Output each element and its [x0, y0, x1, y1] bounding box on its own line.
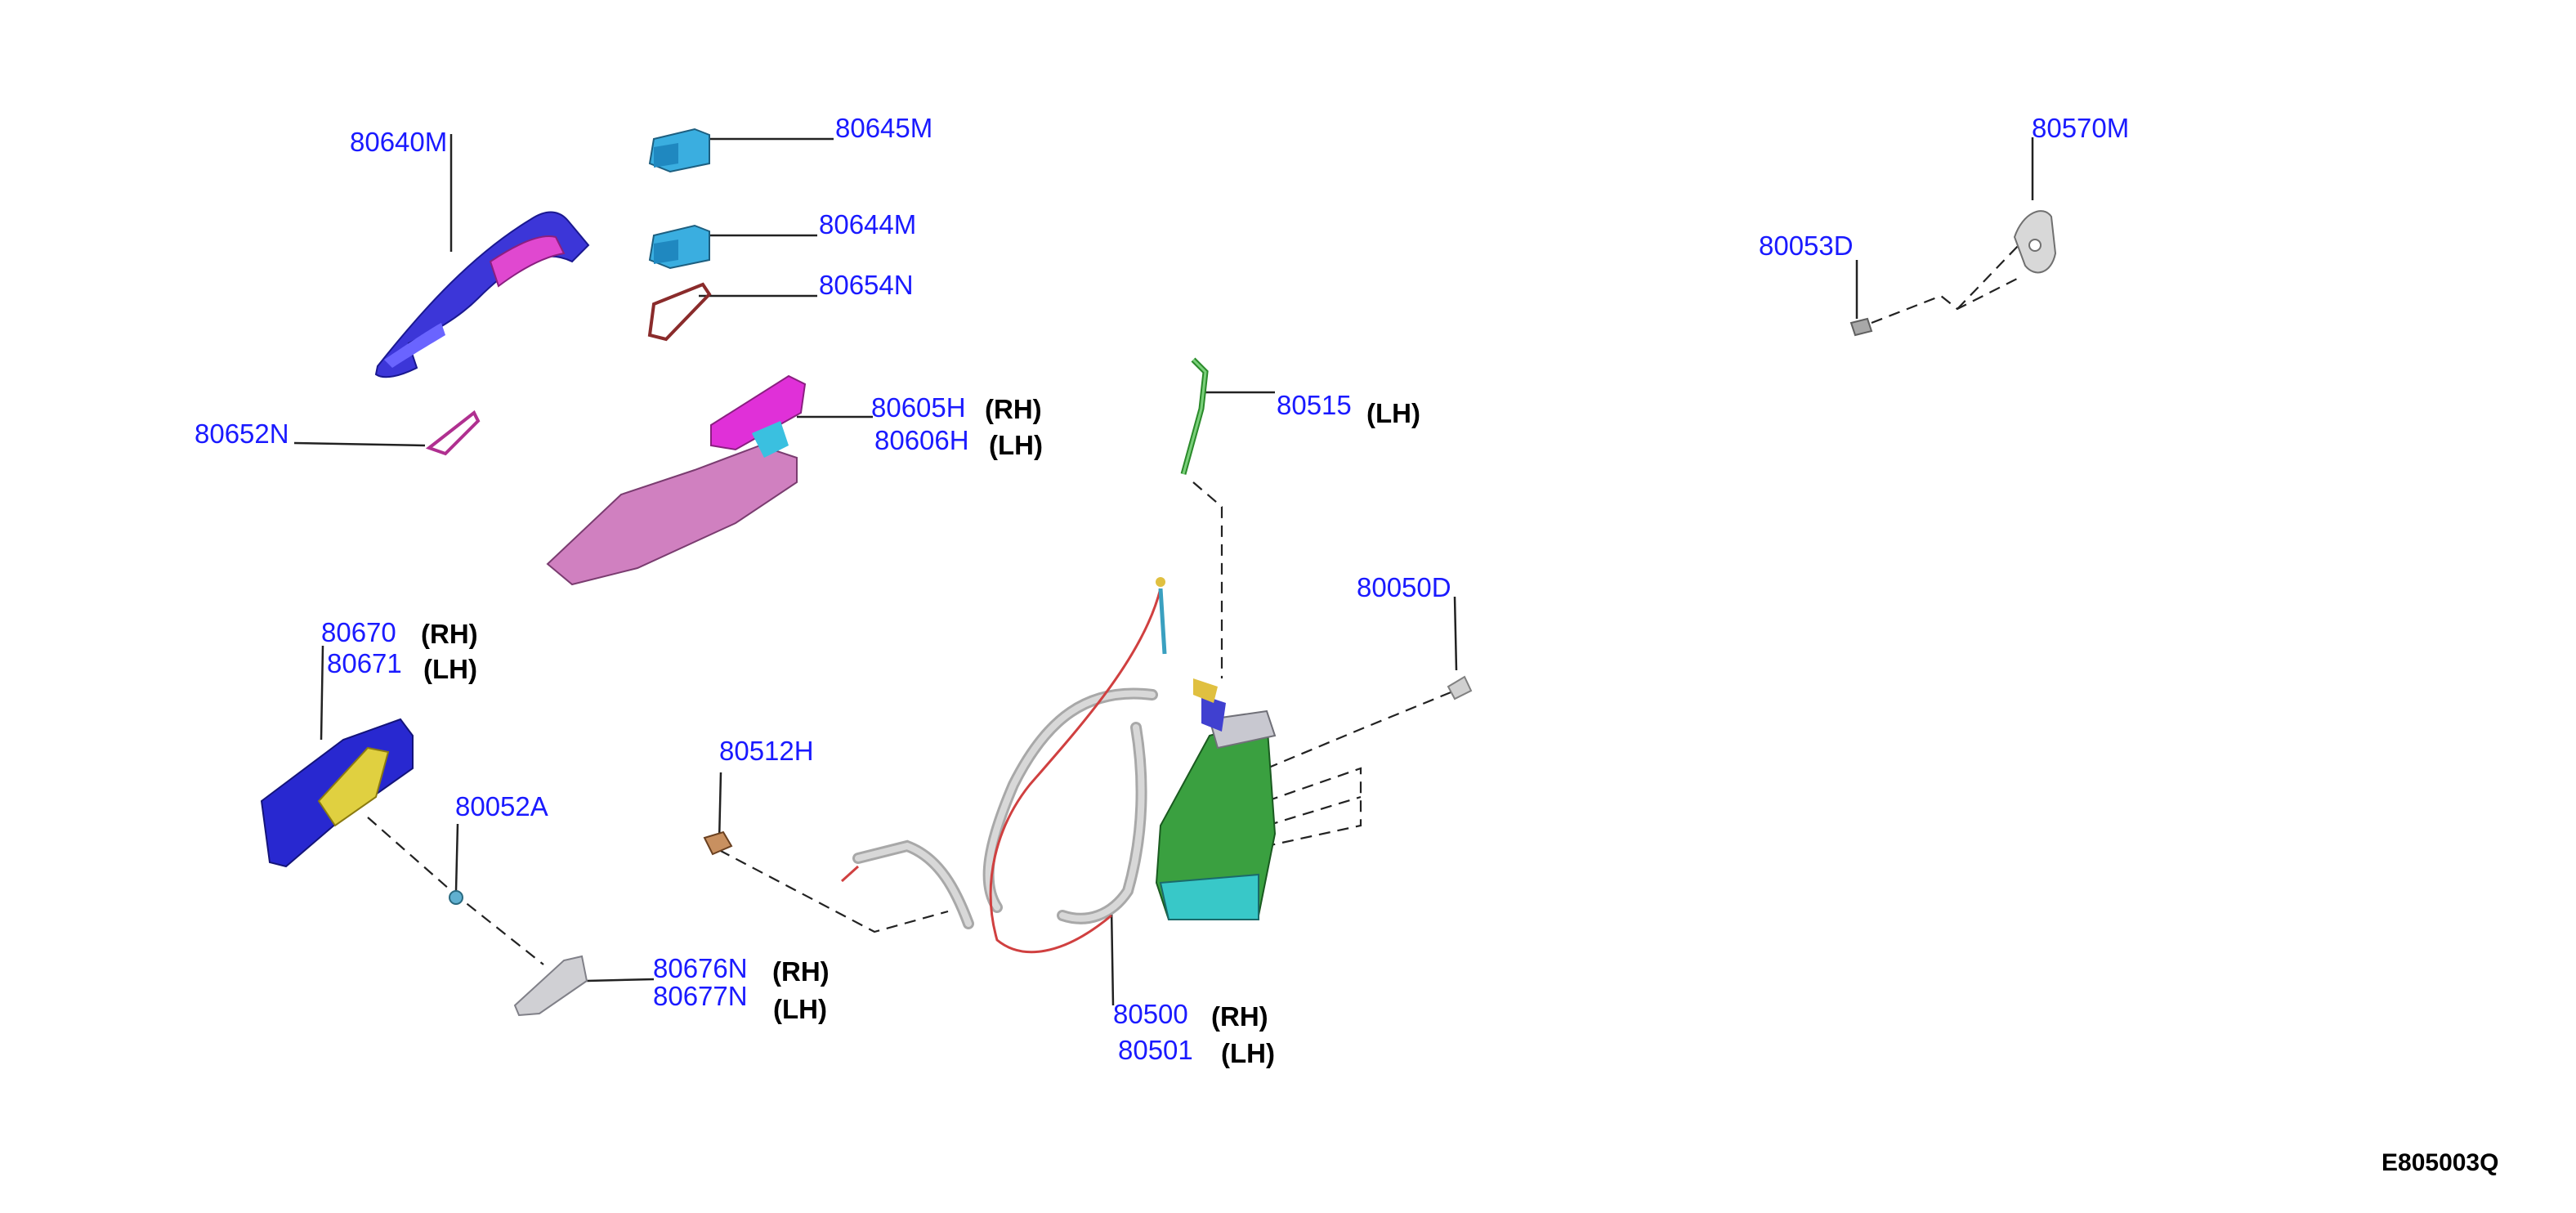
part-label-80052A[interactable]: 80052A — [455, 791, 548, 821]
inside-handle-80670 — [260, 718, 414, 868]
part-label-80512H[interactable]: 80512H — [719, 736, 814, 766]
side-label-80605H: (RH) — [985, 394, 1042, 424]
clip-80512H — [703, 830, 733, 856]
part-label-80053D[interactable]: 80053D — [1759, 231, 1854, 261]
part-label-80670[interactable]: 80670 — [321, 617, 396, 647]
gasket-80654N — [647, 282, 712, 342]
part-label-80570M[interactable]: 80570M — [2032, 113, 2130, 143]
part-label-80605H[interactable]: 80605H — [871, 392, 966, 423]
part-label-80652N[interactable]: 80652N — [195, 419, 289, 449]
leader-80512H — [718, 772, 722, 843]
part-label-80501[interactable]: 80501 — [1118, 1035, 1193, 1065]
gasket-80652N — [425, 410, 481, 456]
part-label-80654N[interactable]: 80654N — [819, 270, 914, 300]
side-label-80501: (LH) — [1221, 1038, 1275, 1068]
outside-handle-80640M — [374, 211, 590, 378]
part-label-80645M[interactable]: 80645M — [835, 113, 933, 143]
handle-bracket-80605H — [546, 374, 807, 586]
rod-80515 — [1180, 357, 1209, 475]
part-label-80677N[interactable]: 80677N — [653, 981, 748, 1011]
clip-80645M — [648, 128, 710, 173]
leader-80652N — [293, 441, 426, 447]
part-label-80671[interactable]: 80671 — [327, 648, 402, 678]
side-label-80500: (RH) — [1211, 1001, 1268, 1032]
bolt-80050D — [1447, 675, 1473, 700]
leader-80050D — [1453, 596, 1458, 671]
bolt-80053D — [1849, 317, 1873, 337]
leader-80500 — [1110, 906, 1115, 1006]
screw-80052A — [449, 890, 463, 905]
diagram-code: E805003Q — [2381, 1149, 2499, 1176]
part-label-80644M[interactable]: 80644M — [819, 209, 917, 239]
part-label-80640M[interactable]: 80640M — [350, 127, 448, 157]
clip-80644M — [648, 224, 710, 270]
part-label-80606H[interactable]: 80606H — [874, 425, 969, 455]
part-label-80050D[interactable]: 80050D — [1357, 572, 1451, 602]
side-label-80670: (RH) — [421, 619, 478, 649]
side-label-80606H: (LH) — [989, 430, 1043, 460]
leader-lines — [293, 134, 2034, 1006]
side-label-80676N: (RH) — [772, 956, 830, 987]
latch-80500 — [840, 577, 1277, 954]
leader-80670 — [320, 645, 324, 741]
leader-80676N — [586, 978, 655, 982]
part-label-80676N[interactable]: 80676N — [653, 953, 748, 983]
striker-80570M — [2013, 210, 2057, 274]
part-label-80500[interactable]: 80500 — [1113, 999, 1188, 1029]
escutcheon-80676N — [513, 955, 588, 1017]
leader-80052A — [454, 823, 459, 892]
side-label-80515: (LH) — [1366, 398, 1420, 428]
side-label-80671: (LH) — [423, 654, 477, 684]
part-label-80515[interactable]: 80515 — [1277, 390, 1352, 420]
side-label-80677N: (LH) — [773, 994, 827, 1024]
